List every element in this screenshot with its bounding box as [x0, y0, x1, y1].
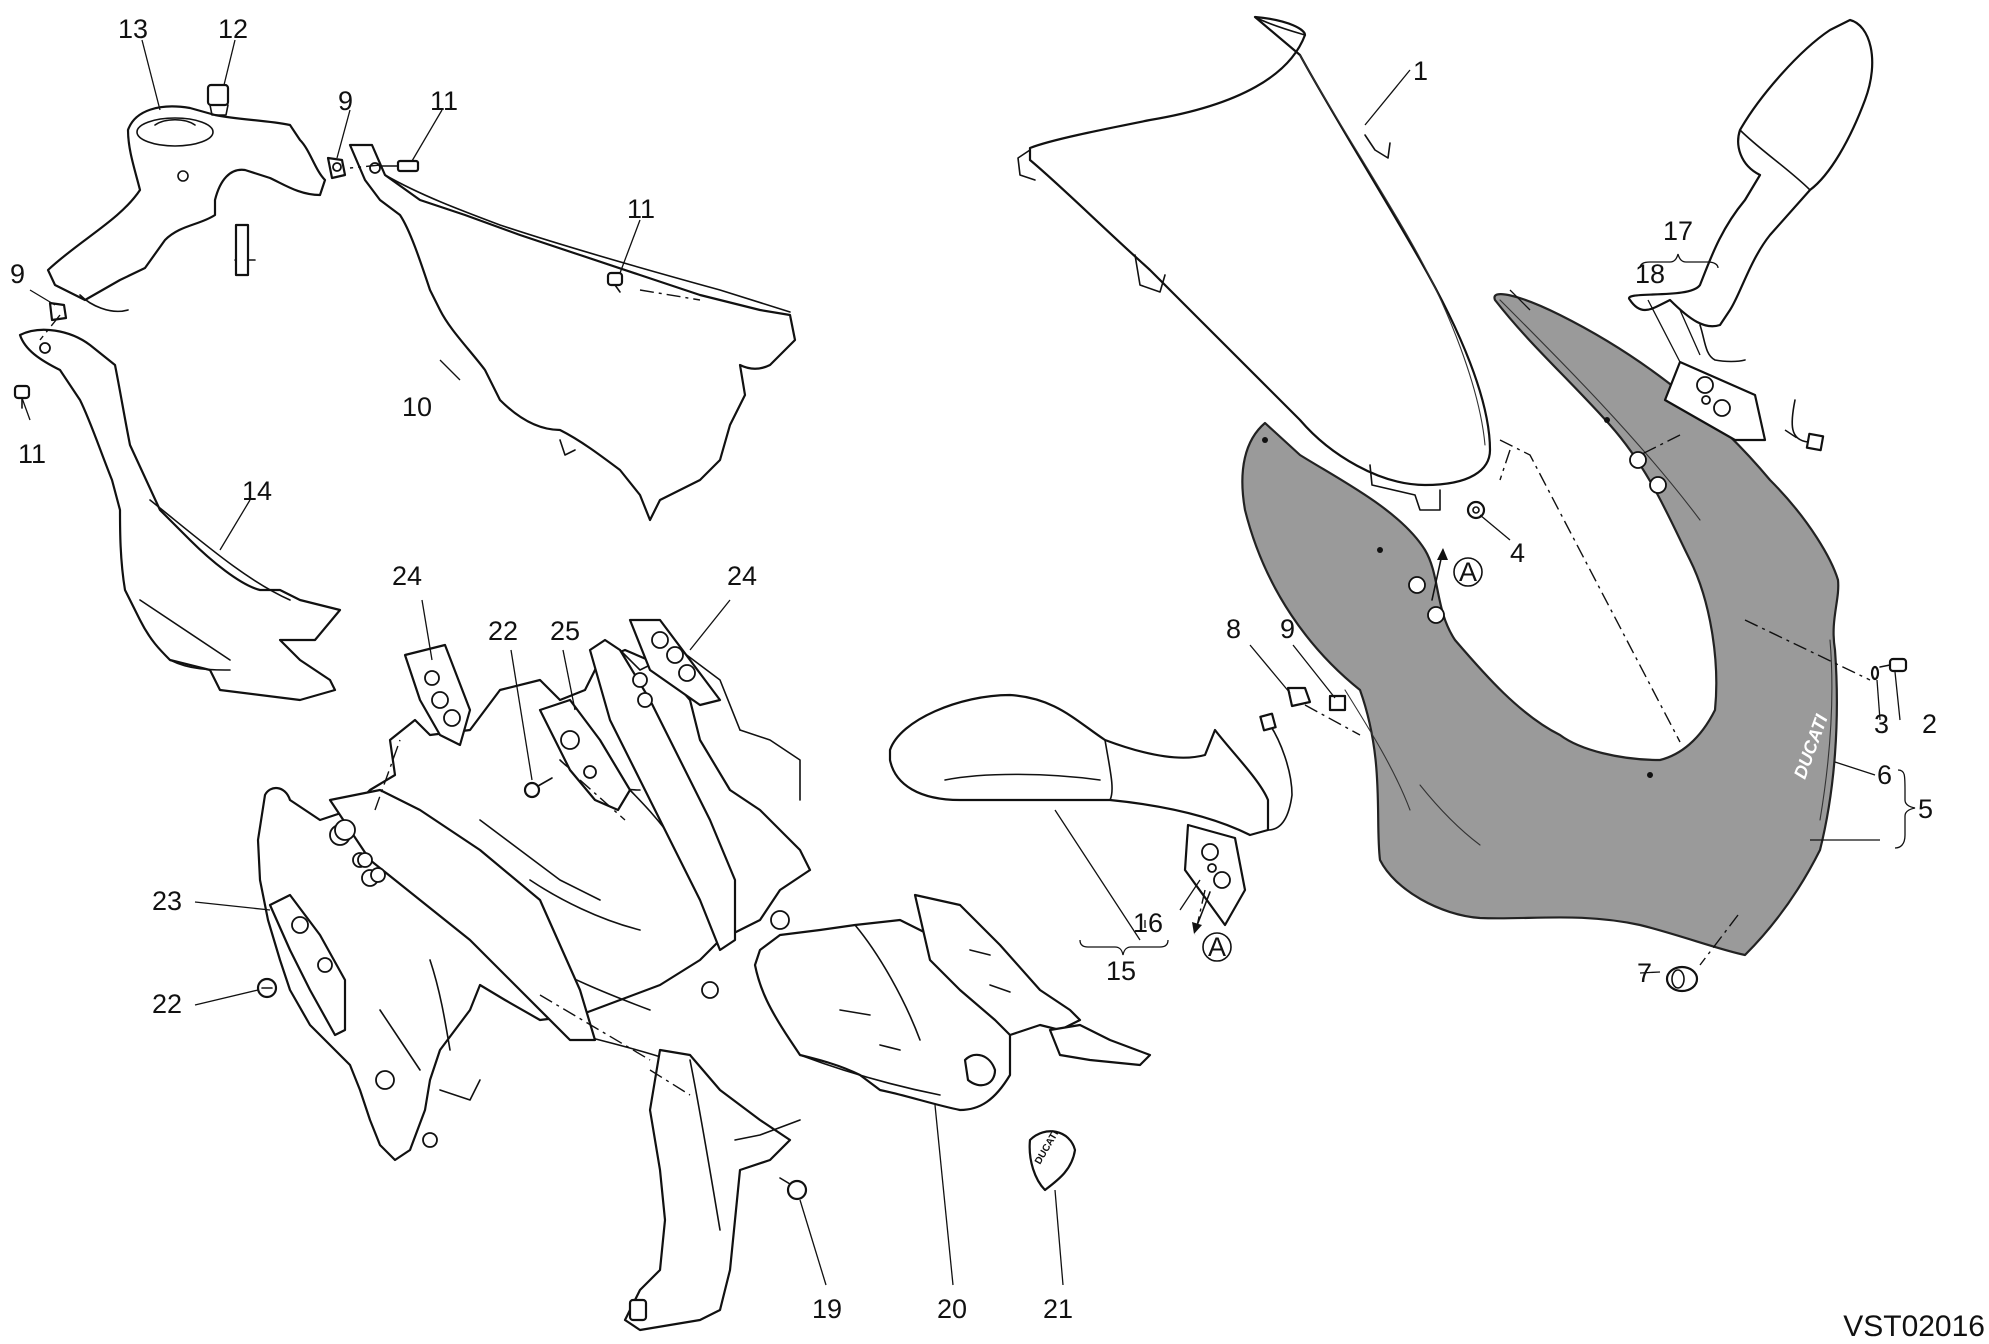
bracket-upper-arm [588, 638, 737, 952]
callout-1: 1 [1413, 56, 1428, 86]
callout-3: 3 [1874, 709, 1889, 739]
screw-19 [779, 1177, 808, 1201]
callout-18: 18 [1635, 259, 1665, 289]
inner-panel-10 [348, 143, 797, 522]
fastener-9-left [48, 301, 68, 322]
callout-9-right: 9 [1280, 614, 1295, 644]
svg-text:A: A [1208, 932, 1226, 962]
screw-22-lower [256, 977, 278, 999]
emblem-21: DUCATI [1028, 1129, 1077, 1192]
callout-23: 23 [152, 886, 182, 916]
left-mirror-part [888, 693, 1293, 837]
callout-5: 5 [1918, 794, 1933, 824]
callout-19: 19 [812, 1294, 842, 1324]
main-fairing-part: DUCATI [1241, 293, 1840, 957]
gasket-24-right [628, 618, 722, 707]
callout-24-left: 24 [392, 561, 422, 591]
plate-25 [538, 698, 632, 812]
callout-6: 6 [1877, 760, 1892, 790]
callout-8: 8 [1226, 614, 1241, 644]
callout-15: 15 [1106, 956, 1136, 986]
callout-13: 13 [118, 14, 148, 44]
screw-2 [1879, 657, 1908, 673]
mirror-gasket-18 [1663, 360, 1767, 442]
inner-panel-14 [18, 328, 342, 702]
callout-11-top: 11 [430, 86, 458, 116]
callout-2: 2 [1922, 709, 1937, 739]
callout-11-left: 11 [18, 439, 46, 469]
callout-21: 21 [1043, 1294, 1073, 1324]
callout-20: 20 [937, 1294, 967, 1324]
svg-text:A: A [1459, 557, 1477, 587]
nut-4 [1466, 500, 1486, 520]
clip-9-right [1328, 694, 1347, 712]
assembly-arrows [1192, 548, 1448, 934]
right-mirror-part [1628, 18, 1874, 452]
reference-mark-a-lower: A [1202, 932, 1232, 962]
callout-11-mid: 11 [627, 194, 655, 224]
washer-3 [1870, 665, 1880, 681]
mirror-gasket-16 [1183, 823, 1247, 927]
bracket-lower-arm [328, 788, 597, 1042]
callout-9-left: 9 [10, 259, 25, 289]
callout-9-top: 9 [338, 86, 353, 116]
leader-lines [21, 39, 1916, 1286]
screw-22-upper [523, 777, 553, 799]
callout-22-upper: 22 [488, 616, 518, 646]
gasket-24-left [403, 643, 472, 747]
callout-24-right: 24 [727, 561, 757, 591]
callout-17: 17 [1663, 216, 1693, 246]
callout-22-lower: 22 [152, 989, 182, 1019]
screw-11-mid [606, 271, 624, 293]
side-duct-left [623, 1048, 801, 1332]
screw-11-top [379, 159, 420, 173]
side-duct-right [913, 893, 1152, 1067]
fastener-9-top [326, 156, 347, 180]
callout-25: 25 [550, 616, 580, 646]
windscreen-part [1017, 15, 1492, 511]
grommet-7 [1665, 965, 1699, 993]
plate-23 [268, 893, 347, 1037]
reference-mark-a-upper: A [1453, 557, 1483, 587]
assembly-lines [39, 164, 1871, 1096]
callout-10: 10 [402, 392, 432, 422]
callout-16: 16 [1133, 908, 1163, 938]
callout-14: 14 [242, 476, 272, 506]
callout-12: 12 [218, 14, 248, 44]
callout-7: 7 [1637, 958, 1652, 988]
diagram-code: VST02016 [1843, 1310, 1985, 1343]
clip-8 [1286, 686, 1312, 708]
callout-labels: 1 2 3 4 5 6 7 8 9 9 9 10 11 11 11 12 13 … [10, 14, 1937, 1324]
inner-panel-13 [46, 83, 327, 313]
callout-4: 4 [1510, 538, 1525, 568]
screw-11-left [13, 384, 31, 409]
